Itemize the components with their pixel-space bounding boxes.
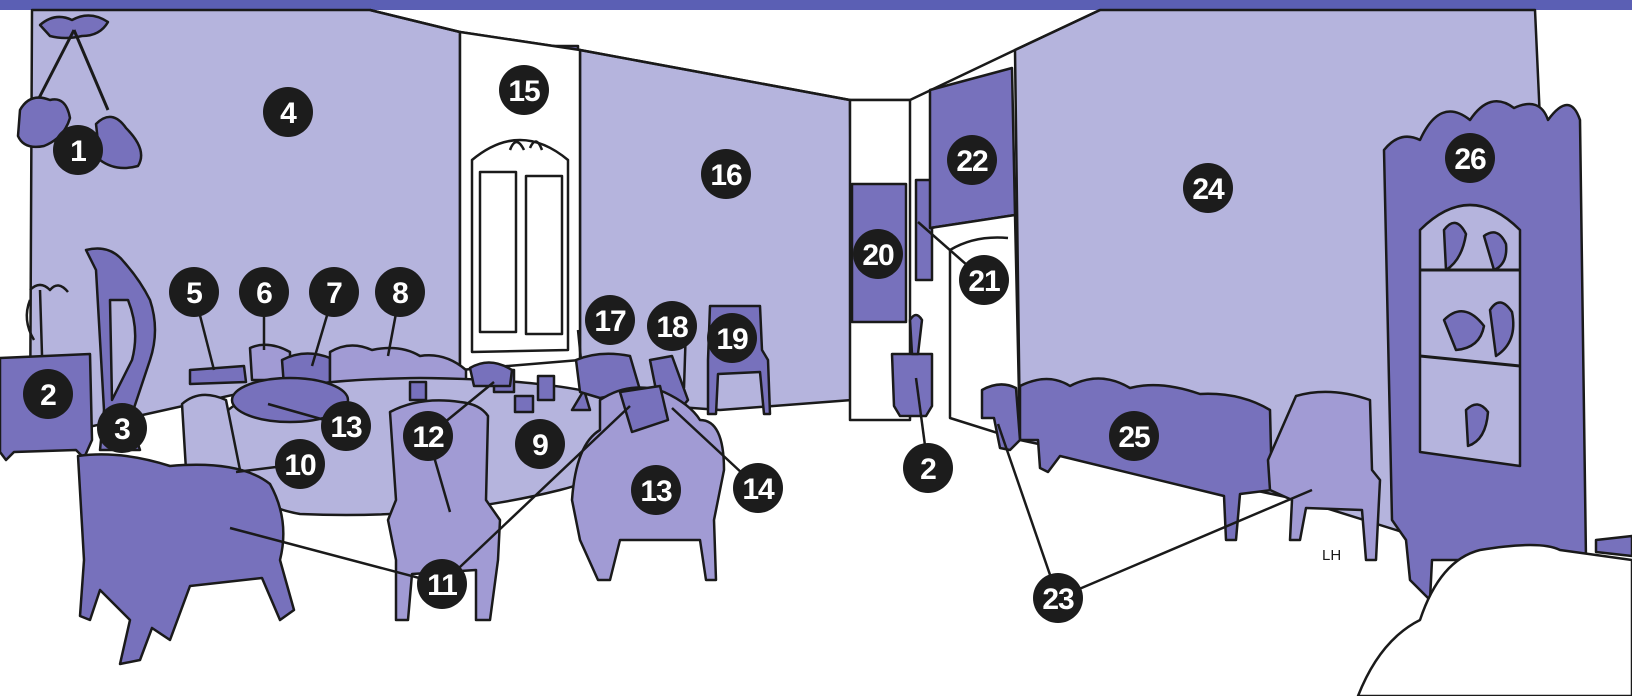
callout-16: 16 [701, 149, 751, 199]
callout-2-right: 2 [903, 443, 953, 493]
svg-text:15: 15 [508, 75, 540, 108]
svg-text:4: 4 [280, 97, 297, 130]
svg-text:23: 23 [1042, 583, 1074, 616]
callout-4: 4 [263, 87, 313, 137]
bed-post-right [1596, 536, 1632, 556]
callout-15: 15 [499, 65, 549, 115]
callout-5: 5 [169, 267, 219, 317]
svg-text:8: 8 [392, 277, 408, 310]
svg-text:7: 7 [326, 277, 342, 310]
callout-9: 9 [515, 419, 565, 469]
callout-11: 11 [417, 559, 467, 609]
callout-8: 8 [375, 267, 425, 317]
svg-text:2: 2 [920, 453, 936, 486]
svg-text:13: 13 [640, 475, 672, 508]
callout-13-armchair: 13 [631, 465, 681, 515]
svg-text:21: 21 [968, 265, 1000, 298]
artist-signature: LH [1322, 547, 1341, 564]
callout-18: 18 [647, 301, 697, 351]
svg-text:18: 18 [656, 311, 688, 344]
callout-22: 22 [947, 135, 997, 185]
bed-corner [1358, 545, 1632, 696]
svg-text:1: 1 [70, 135, 86, 168]
svg-text:2: 2 [40, 379, 56, 412]
callout-19: 19 [707, 313, 757, 363]
callout-23: 23 [1033, 573, 1083, 623]
svg-text:6: 6 [256, 277, 272, 310]
svg-text:10: 10 [284, 449, 316, 482]
svg-text:3: 3 [114, 413, 130, 446]
svg-text:5: 5 [186, 277, 202, 310]
callout-2-left: 2 [23, 369, 73, 419]
callout-26: 26 [1445, 133, 1495, 183]
callout-24: 24 [1183, 163, 1233, 213]
callout-12: 12 [403, 411, 453, 461]
svg-text:9: 9 [532, 429, 548, 462]
callout-7: 7 [309, 267, 359, 317]
callout-17: 17 [585, 295, 635, 345]
svg-text:25: 25 [1118, 421, 1150, 454]
armchair-front-left [78, 454, 294, 664]
callout-13-table: 13 [321, 401, 371, 451]
sofa-25 [1020, 378, 1272, 540]
svg-text:14: 14 [742, 473, 775, 506]
svg-text:16: 16 [710, 159, 742, 192]
callout-3: 3 [97, 403, 147, 453]
callout-6: 6 [239, 267, 289, 317]
svg-text:11: 11 [427, 569, 457, 602]
callout-21: 21 [959, 255, 1009, 305]
svg-text:24: 24 [1192, 173, 1225, 206]
svg-text:22: 22 [956, 145, 988, 178]
svg-text:19: 19 [716, 323, 748, 356]
callout-14: 14 [733, 463, 783, 513]
callout-1: 1 [53, 125, 103, 175]
armchair-23-left [982, 384, 1020, 450]
svg-text:20: 20 [862, 239, 894, 272]
svg-text:26: 26 [1454, 143, 1486, 176]
svg-text:12: 12 [412, 421, 444, 454]
svg-text:17: 17 [594, 305, 626, 338]
callout-10: 10 [275, 439, 325, 489]
callout-25: 25 [1109, 411, 1159, 461]
svg-text:13: 13 [330, 411, 362, 444]
callout-20: 20 [853, 229, 903, 279]
top-band [0, 0, 1632, 10]
